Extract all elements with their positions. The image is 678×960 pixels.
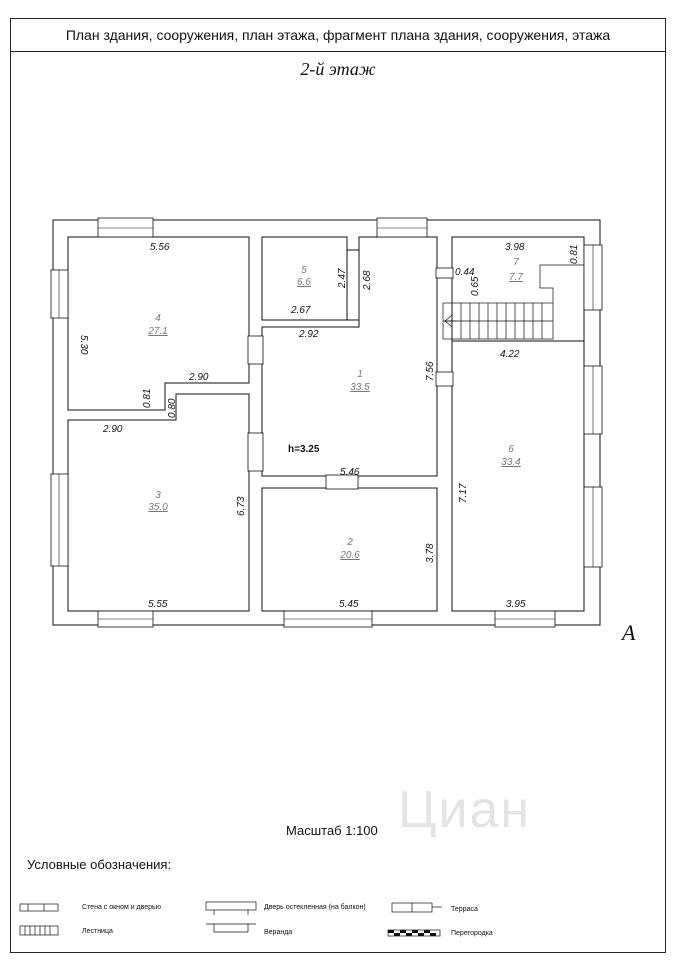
ceiling-height: h=3.25	[288, 444, 320, 455]
room-4-number: 4	[155, 313, 161, 324]
dim-r3-right: 6.73	[236, 496, 247, 516]
window	[376, 217, 428, 238]
dim-r4-bottom: 2.90	[188, 372, 209, 383]
windows	[50, 217, 603, 628]
dim-r2-right: 3.78	[425, 543, 436, 563]
dim-step-b: 0.80	[167, 398, 178, 418]
room-3-area: 35.0	[148, 502, 168, 513]
room-5-number: 5	[301, 265, 307, 276]
dim-r4-top: 5.56	[150, 242, 170, 253]
door	[247, 432, 264, 472]
room-5-area: 6.6	[297, 277, 311, 288]
room-3-number: 3	[155, 490, 161, 501]
room-7-number: 7	[513, 257, 519, 268]
room-3-outline	[67, 393, 250, 612]
legend-item-veranda: Веранда	[264, 929, 293, 936]
section-letter: А	[620, 620, 636, 645]
legend-stairs-symbol	[19, 925, 59, 936]
dim-r3-top: 2.90	[102, 424, 123, 435]
dim-r7-right: 0.81	[569, 245, 580, 264]
window	[97, 217, 154, 238]
window	[50, 473, 69, 567]
room-2-outline	[261, 487, 438, 612]
dim-r7-b: 0.65	[470, 276, 481, 296]
dim-r3-bottom: 5.55	[148, 599, 168, 610]
dim-r1-right: 7.56	[425, 361, 436, 381]
room-6-number: 6	[508, 444, 514, 455]
door	[435, 267, 454, 279]
legend-title: Условные обозначения:	[27, 857, 172, 872]
window	[50, 269, 69, 319]
dim-r5-inner: 2.67	[290, 305, 311, 316]
dim-r1-bottom: 5.46	[340, 467, 360, 478]
dim-step-a: 0.81	[142, 389, 153, 408]
legend-item-stairs: Лестница	[82, 928, 113, 935]
room-6-area: 33.4	[501, 457, 521, 468]
dim-r2-bottom: 5.45	[339, 599, 359, 610]
room-1-number: 1	[357, 369, 363, 380]
dim-r6-bottom: 3.95	[506, 599, 526, 610]
room-2-area: 20.6	[339, 550, 360, 561]
scale-label: Масштаб 1:100	[286, 823, 378, 838]
drawing-sheet: План здания, сооружения, план этажа, фра…	[10, 18, 666, 953]
legend-symbols	[19, 901, 442, 937]
dim-r6-left: 7.17	[458, 483, 469, 503]
sheet-title: План здания, сооружения, план этажа, фра…	[11, 19, 665, 52]
room-1-outline	[261, 236, 438, 477]
legend-door-balcony-symbol	[205, 901, 257, 911]
staircase	[442, 264, 584, 340]
dim-r5-h-a: 2.47	[337, 268, 348, 289]
legend-item-terrace: Терраса	[451, 906, 478, 913]
legend-item-wall: Стена с окном и дверью	[82, 904, 161, 911]
room-4-area: 27.1	[147, 326, 167, 337]
door	[247, 335, 264, 365]
dim-r5-h-b: 2.68	[362, 270, 373, 291]
legend-wall-symbol	[19, 903, 59, 912]
door	[325, 474, 359, 490]
room-6-outline	[451, 340, 585, 612]
room-2-number: 2	[346, 537, 353, 548]
dim-r7-top: 3.98	[505, 242, 525, 253]
legend-item-door-balcony: Дверь остекленная (на балкон)	[264, 904, 366, 911]
room-1-area: 33.5	[350, 382, 370, 393]
watermark: Циан	[398, 781, 532, 839]
floor-label: 2-й этаж	[300, 59, 376, 79]
room-4-outline	[67, 236, 250, 411]
dim-r7-a: 0.44	[455, 267, 475, 278]
dim-r5-outer: 2.92	[298, 329, 319, 340]
legend-item-partition: Перегородка	[451, 930, 493, 937]
dim-r4-left: 5.30	[78, 335, 89, 355]
dim-stair-bottom: 4.22	[500, 349, 520, 360]
door	[435, 371, 454, 387]
room-7-area: 7.7	[509, 272, 523, 283]
